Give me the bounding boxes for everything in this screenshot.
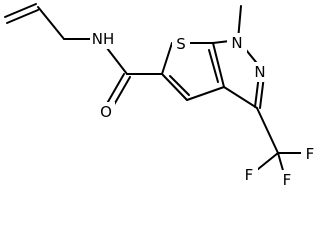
bond-allyl-1 xyxy=(37,6,65,40)
bond-c3a-c6a-inner xyxy=(208,49,219,83)
atom-label-o: O xyxy=(100,103,112,121)
atom-label-s: S xyxy=(176,35,186,53)
bond-c4-c3a xyxy=(186,86,225,101)
bond-vinyl-double-b xyxy=(6,9,39,24)
bond-c3-cf3 xyxy=(256,107,279,154)
atom-label-f-bottom: F xyxy=(283,171,292,189)
bond-c5-c4-inner xyxy=(169,75,190,96)
bond-c3-c3a xyxy=(223,86,258,109)
chemical-structure: NH O S N N F F F xyxy=(4,3,319,190)
bond-c5-s xyxy=(161,42,173,75)
atom-label-f-left: F xyxy=(245,166,254,184)
bonds xyxy=(4,3,311,182)
atom-labels: NH O S N N F F F xyxy=(90,29,319,190)
bond-vinyl-double-a xyxy=(4,3,37,18)
atom-label-nh: NH xyxy=(92,30,115,48)
bond-carbonyl-double-a xyxy=(104,73,125,108)
atom-label-n1: N xyxy=(231,34,242,52)
bond-c3a-c6a xyxy=(212,42,225,88)
atom-label-f-right: F xyxy=(306,145,315,163)
bond-c5-c4 xyxy=(161,73,188,101)
atom-label-n2: N xyxy=(254,63,265,81)
